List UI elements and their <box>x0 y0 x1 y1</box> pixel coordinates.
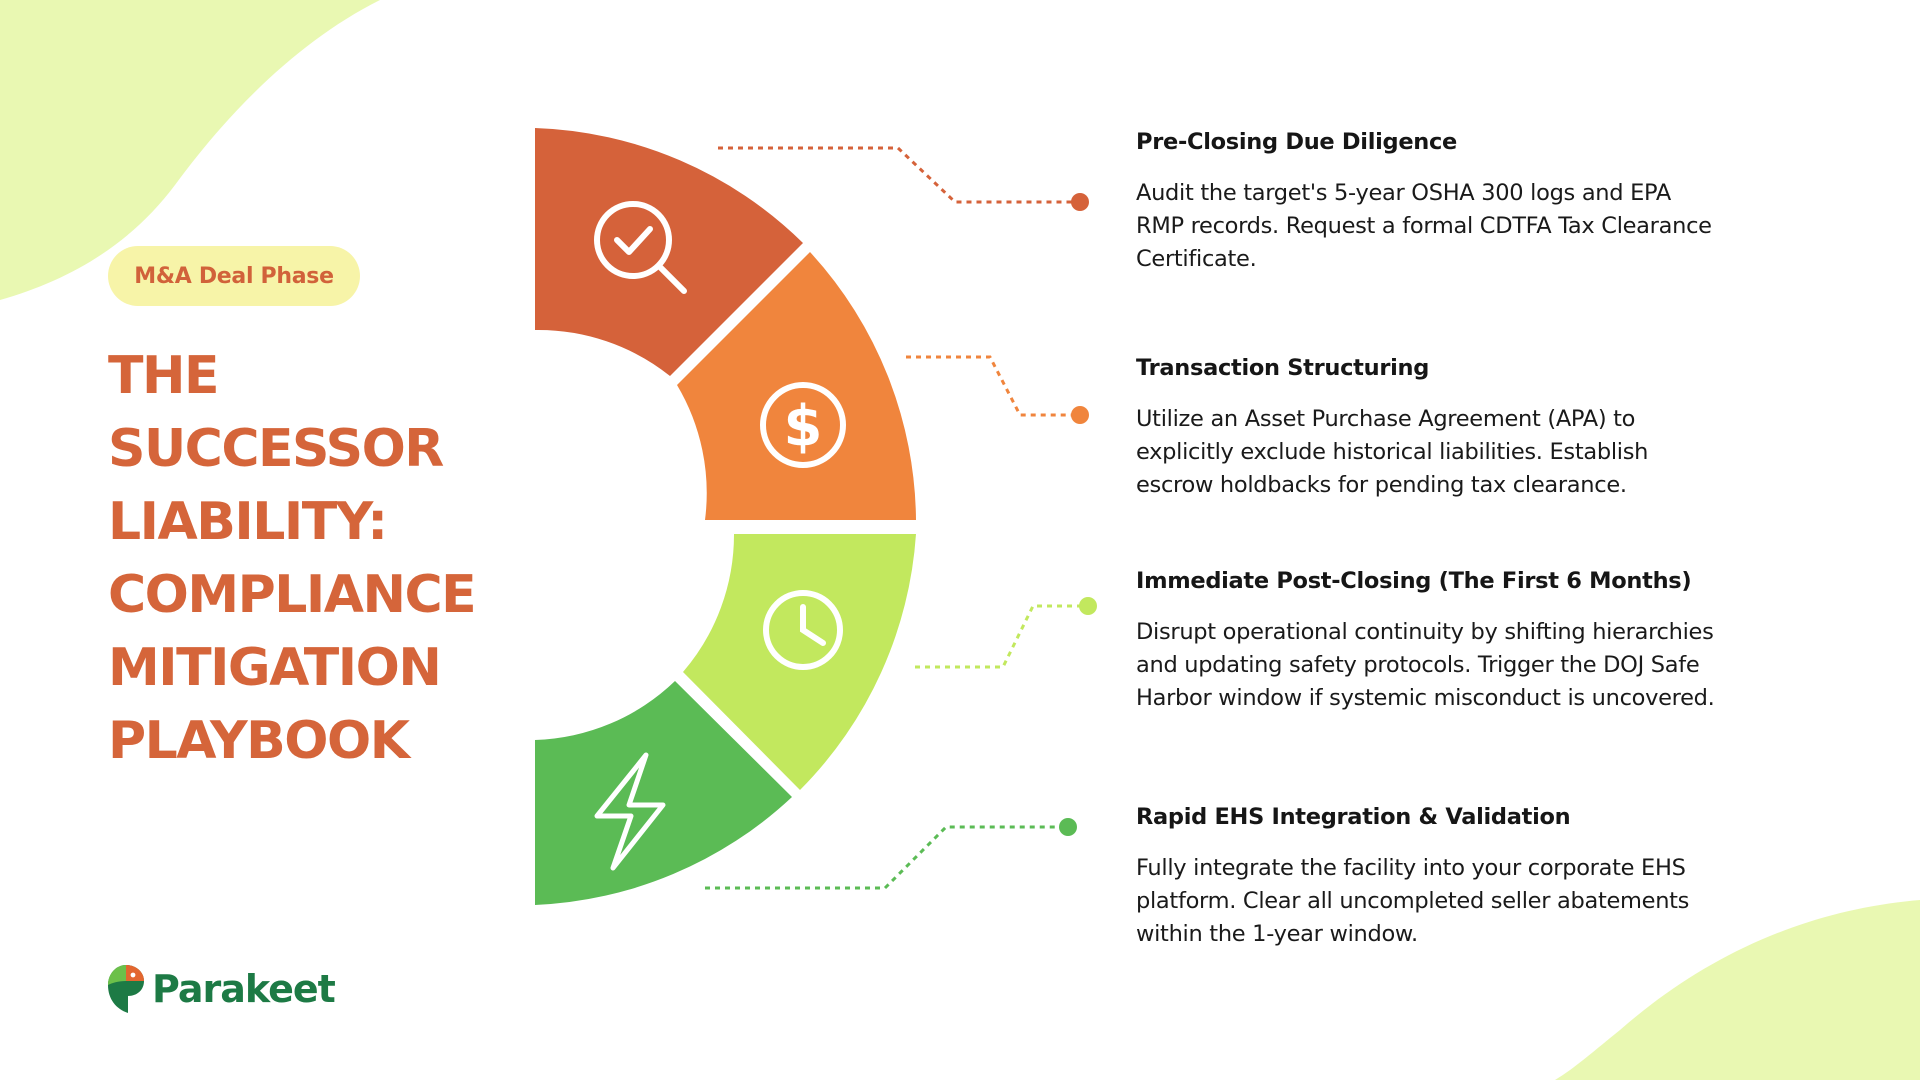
title-line: THE <box>108 346 220 406</box>
connector-3 <box>915 604 1088 669</box>
connector-dot-2 <box>1071 406 1089 424</box>
parakeet-icon <box>108 965 144 1013</box>
step-title: Transaction Structuring <box>1136 355 1430 381</box>
dollar-icon-glyph: $ <box>784 394 823 459</box>
step-post-closing: Immediate Post-Closing (The First 6 Mont… <box>1136 566 1716 715</box>
connector-4 <box>705 825 1068 890</box>
dollar-icon <box>760 382 846 468</box>
step-text: Audit the target's 5-year OSHA 300 logs … <box>1136 180 1712 272</box>
title-line: LIABILITY: <box>108 492 388 552</box>
title-line: MITIGATION <box>108 638 442 698</box>
background-blob-top-left <box>0 0 380 300</box>
segment-ehs-integration <box>535 681 792 905</box>
step-title: Immediate Post-Closing (The First 6 Mont… <box>1136 568 1692 594</box>
title-line: PLAYBOOK <box>108 711 410 771</box>
page-title: THE SUCCESSOR LIABILITY: COMPLIANCE MITI… <box>108 340 528 778</box>
phase-badge: M&A Deal Phase <box>108 246 360 306</box>
step-pre-closing: Pre-Closing Due Diligence Audit the targ… <box>1136 127 1716 276</box>
title-line: SUCCESSOR <box>108 419 444 479</box>
connector-dot-3 <box>1079 597 1097 615</box>
search-check-icon <box>594 201 687 294</box>
step-text: Fully integrate the facility into your c… <box>1136 855 1690 947</box>
connector-dot-1 <box>1071 193 1089 211</box>
connector-dot-4 <box>1059 818 1077 836</box>
brand-name: Parakeet <box>152 967 336 1011</box>
step-ehs-integration: Rapid EHS Integration & Validation Fully… <box>1136 802 1716 951</box>
step-title: Pre-Closing Due Diligence <box>1136 129 1458 155</box>
step-text: Utilize an Asset Purchase Agreement (APA… <box>1136 406 1649 498</box>
title-line: COMPLIANCE <box>108 565 477 625</box>
connector-2 <box>906 355 1080 417</box>
connector-1 <box>718 146 1080 204</box>
background-blob-bottom-right <box>1555 900 1920 1080</box>
brand-logo: Parakeet <box>106 963 336 1015</box>
step-title: Rapid EHS Integration & Validation <box>1136 804 1571 830</box>
lightning-icon <box>594 752 666 871</box>
segment-post-closing <box>683 534 916 790</box>
step-structuring: Transaction Structuring Utilize an Asset… <box>1136 353 1716 502</box>
step-text: Disrupt operational continuity by shifti… <box>1136 619 1715 711</box>
clock-icon <box>763 590 843 670</box>
